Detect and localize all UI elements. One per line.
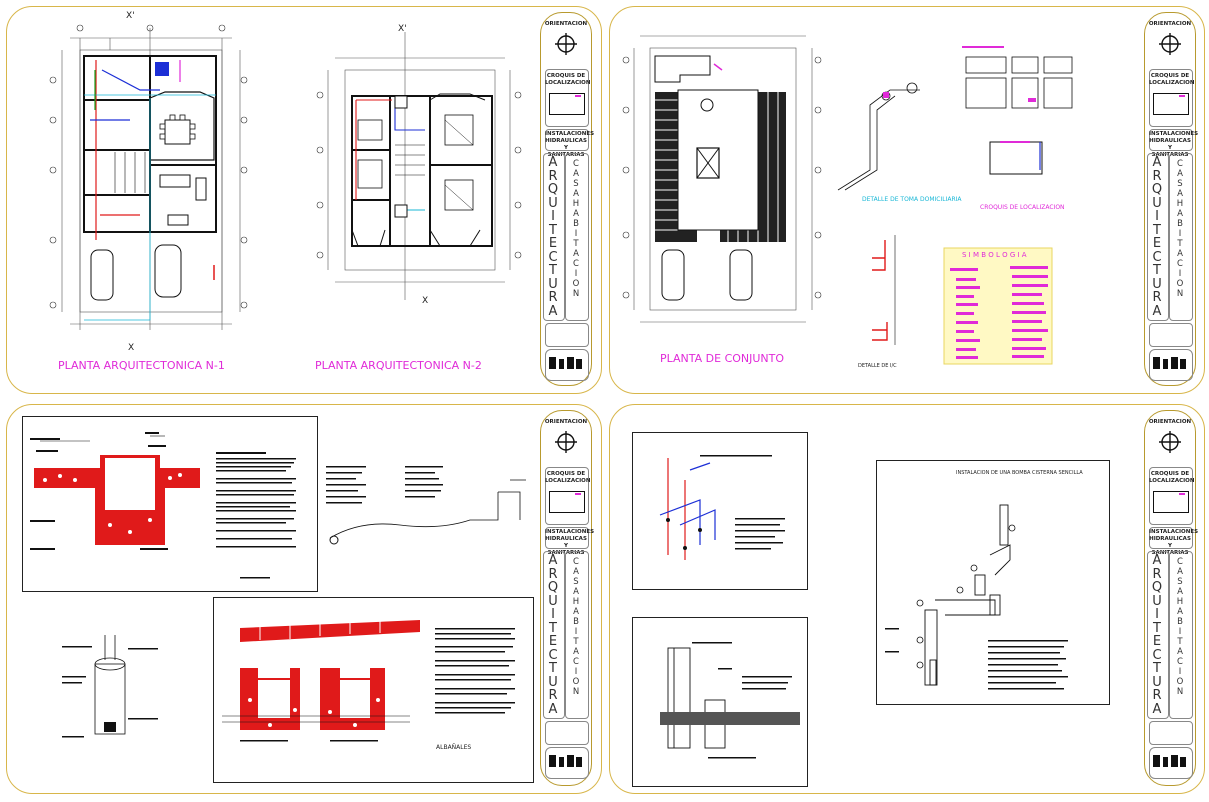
detail-box-isometric [632,432,808,590]
detail-box-vent [632,617,808,787]
label-instalacion-bomba: INSTALACION DE UNA BOMBA CISTERNA SENCIL… [956,470,1083,476]
croquis-label: CROQUIS DE LOCALIZACION [1149,73,1195,86]
title-block-3: ORIENTACION CROQUIS DE LOCALIZACION INST… [540,410,594,786]
detail-box-albanales [213,597,534,783]
detail-box-pump [876,460,1110,705]
label-albanales: ALBAÑALES [436,744,472,751]
croquis-label: CROQUIS DE LOCALIZACION [1149,471,1195,484]
label-detalle-toma: DETALLE DE TOMA DOMICILIARIA [862,196,962,203]
orientation-label: ORIENTACION [544,419,588,425]
axis-label-top: X' [126,11,135,21]
orientation-label: ORIENTACION [1148,21,1192,27]
orientation-label: ORIENTACION [544,21,588,27]
croquis-label: CROQUIS DE LOCALIZACION [545,471,591,484]
title-block-1: ORIENTACION CROQUIS DE LOCALIZACION INST… [540,12,594,386]
label-planta-conjunto: PLANTA DE CONJUNTO [660,352,785,365]
axis-label-bottom: X [128,343,135,353]
title-block-2: ORIENTACION CROQUIS DE LOCALIZACION INST… [1144,12,1198,386]
title-block-4: ORIENTACION CROQUIS DE LOCALIZACION INST… [1144,410,1198,786]
label-simbologia: S I M B O L O G I A [962,251,1027,259]
axis-label-n2-bottom: X [422,296,429,306]
orientation-label: ORIENTACION [1148,419,1192,425]
croquis-label: CROQUIS DE LOCALIZACION [545,73,591,86]
label-planta-n1: PLANTA ARQUITECTONICA N-1 [58,359,225,372]
label-planta-n2: PLANTA ARQUITECTONICA N-2 [315,359,482,372]
label-detalle-ic: DETALLE DE I/C [858,363,897,369]
sheet-architectural-plans [6,6,602,394]
label-croquis-localizacion: CROQUIS DE LOCALIZACION [980,204,1065,211]
axis-label-n2-top: X' [398,24,407,34]
detail-box-registro [22,416,318,592]
